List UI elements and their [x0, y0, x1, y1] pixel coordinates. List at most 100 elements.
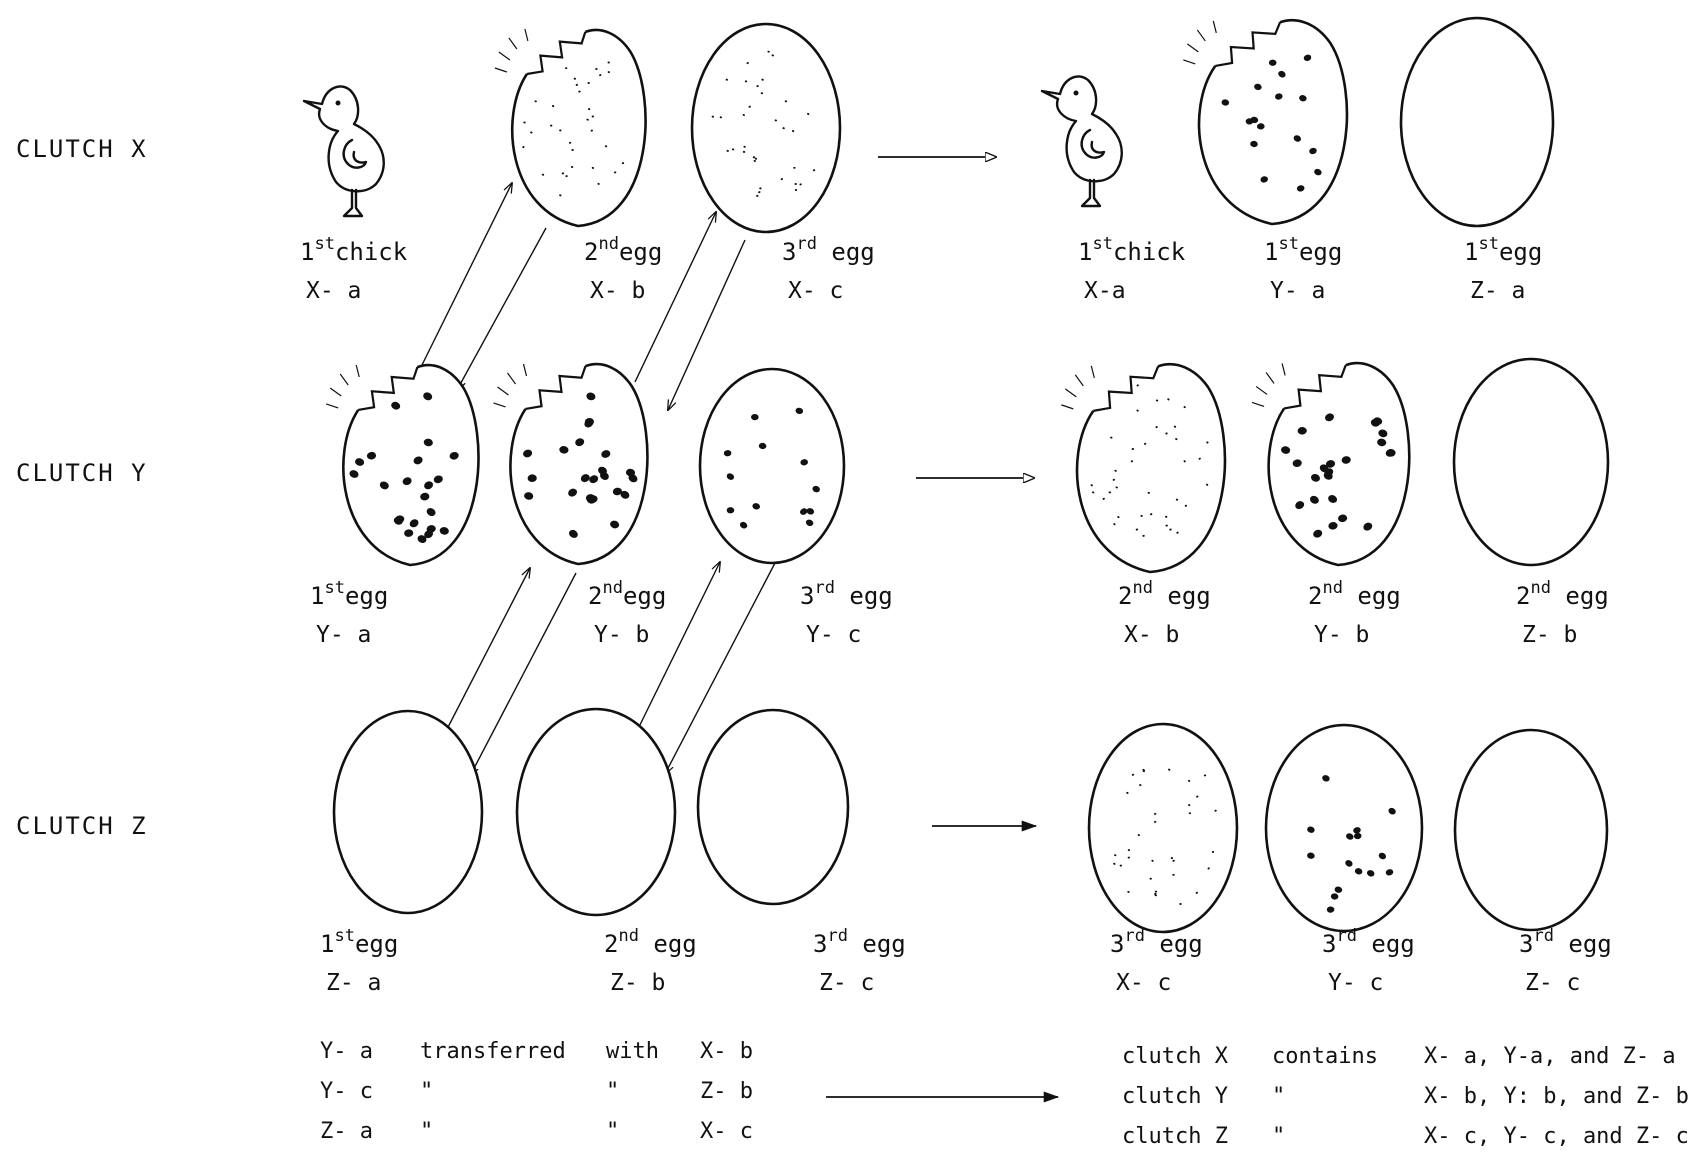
result-contents: X- a, Y-a, and Z- a: [1424, 1044, 1676, 1069]
result-clutch: clutch Y: [1122, 1084, 1228, 1109]
chick-body: [1042, 76, 1122, 181]
plain-egg: [334, 711, 482, 913]
result-verb: contains: [1272, 1044, 1378, 1069]
clutch-label-x: CLUTCH X: [16, 135, 148, 163]
transfer-arrow-za-to-y: [445, 568, 530, 733]
clutch-label-y: CLUTCH Y: [16, 459, 148, 487]
ordinal-number: 3: [813, 930, 827, 958]
egg-id: Y- a: [1270, 278, 1325, 304]
hatching-tick: [356, 365, 359, 377]
transfer-egg-id: Y- c: [320, 1079, 373, 1104]
plain-egg: [698, 710, 848, 904]
egg-id: Y- c: [806, 622, 861, 648]
transfer-preposition: ": [606, 1119, 619, 1144]
transfer-egg-id: Z- b: [700, 1079, 753, 1104]
egg-outline: [1269, 363, 1410, 565]
hatching-tick: [494, 403, 506, 407]
egg-id: Z- a: [1470, 278, 1525, 304]
plain-egg: [1455, 730, 1607, 930]
ordinal-word: egg: [1357, 930, 1415, 958]
ordinal-label: 3rd egg: [1110, 926, 1203, 958]
egg-outline: [1089, 724, 1237, 932]
chick-wing: [1082, 130, 1104, 158]
ordinal-word: egg: [1551, 582, 1609, 610]
ordinal-label: 1stegg: [1464, 234, 1542, 266]
chick-illustration: [304, 86, 384, 216]
transfer-arrow-ya-to-x: [422, 183, 512, 365]
ordinal-label: 2nd egg: [1516, 578, 1609, 610]
item-label: 1stegg Y- a: [310, 578, 388, 648]
ordinal-word: egg: [623, 582, 666, 610]
egg-id: X- b: [1124, 622, 1179, 648]
ordinal-word: egg: [1299, 238, 1342, 266]
hatching-egg: [326, 365, 478, 565]
ordinal-label: 2ndegg: [588, 578, 666, 610]
ordinal-label: 1stegg: [310, 578, 388, 610]
hatching-tick: [524, 364, 527, 376]
egg-outline: [512, 30, 645, 226]
ordinal-suffix: st: [334, 926, 354, 946]
hatching-egg: [494, 364, 648, 564]
item-label: 2nd eggX- b: [1118, 578, 1211, 648]
hatching-tick: [1075, 375, 1083, 386]
hatching-tick: [495, 68, 507, 72]
ordinal-number: 3: [782, 238, 796, 266]
ordinal-number: 1: [300, 238, 314, 266]
chick-body: [304, 86, 384, 191]
item-label: 3rd eggX- c: [782, 234, 875, 304]
chick-illustration: [1042, 76, 1122, 206]
ordinal-suffix: nd: [1530, 578, 1550, 598]
hatching-tick: [340, 374, 348, 385]
hatching-tick: [509, 38, 517, 49]
plain-egg: [1454, 359, 1608, 565]
hatching-egg: [1061, 364, 1225, 572]
tables-layer: Y- atransferredwithX- bY- c""Z- bZ- a""X…: [320, 1039, 1689, 1149]
ordinal-suffix: nd: [602, 578, 622, 598]
hatching-tick: [330, 388, 341, 396]
dotted-egg: [1089, 724, 1237, 932]
result-contents: X- c, Y- c, and Z- c: [1424, 1124, 1689, 1149]
ordinal-label: 1stchick: [1078, 234, 1186, 266]
ordinal-word: chick: [335, 238, 408, 266]
hatching-tick: [499, 52, 510, 60]
ordinal-number: 3: [800, 582, 814, 610]
transfer-verb: ": [420, 1079, 433, 1104]
egg-speckle: [1156, 400, 1158, 402]
ordinal-word: egg: [1153, 582, 1211, 610]
ordinal-label: 3rd egg: [782, 234, 875, 266]
hatching-tick: [1183, 60, 1195, 64]
ordinal-number: 1: [1264, 238, 1278, 266]
ordinal-number: 1: [1078, 238, 1092, 266]
egg-outline: [692, 24, 840, 232]
ordinal-label: 3rd egg: [800, 578, 893, 610]
ordinal-word: egg: [835, 582, 893, 610]
chick-wing: [344, 140, 366, 168]
result-verb: ": [1272, 1084, 1285, 1109]
result-clutch: clutch X: [1122, 1044, 1229, 1069]
ordinal-label: 1stegg: [320, 926, 398, 958]
hatching-tick: [1252, 402, 1264, 406]
egg-id: Z- b: [610, 970, 665, 996]
clutch-label-z: CLUTCH Z: [16, 812, 148, 840]
ordinal-label: 1stchick: [300, 234, 408, 266]
transfer-egg-id: X- c: [700, 1119, 753, 1144]
egg-id: Y- b: [594, 622, 649, 648]
ordinal-word: egg: [1499, 238, 1542, 266]
item-label: 2nd eggY- b: [1308, 578, 1401, 648]
hatching-tick: [508, 373, 516, 384]
ordinal-number: 2: [1516, 582, 1530, 610]
egg-outline: [334, 711, 482, 913]
ordinal-word: egg: [619, 238, 662, 266]
transfer-verb: transferred: [420, 1039, 566, 1064]
ordinal-word: chick: [1113, 238, 1186, 266]
egg-id: Z- c: [819, 970, 874, 996]
ordinal-suffix: st: [1478, 234, 1498, 254]
egg-outline: [517, 709, 675, 915]
spotted-egg: [1266, 725, 1422, 931]
ordinal-word: egg: [817, 238, 875, 266]
egg-id: Y- a: [316, 622, 371, 648]
egg-outline: [1401, 18, 1553, 226]
